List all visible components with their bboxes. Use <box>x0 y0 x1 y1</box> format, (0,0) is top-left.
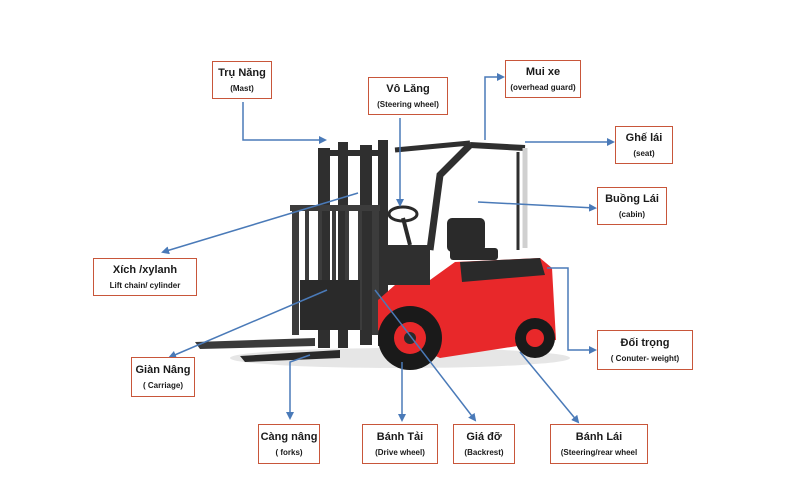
label-subtitle: (cabin) <box>618 210 646 219</box>
label-subtitle: (Steering/rear wheel <box>560 448 638 457</box>
drive-wheel <box>378 306 442 370</box>
backrest <box>290 205 380 335</box>
label-steering-wheel: Vô Lăng (Steering wheel) <box>368 77 448 115</box>
label-title: Bánh Lái <box>575 431 623 443</box>
label-overhead-guard: Mui xe (overhead guard) <box>505 60 581 98</box>
label-counter-weight: Đối trọng ( Conuter- weight) <box>597 330 693 370</box>
arrow-counter <box>547 267 597 354</box>
rear-wheel <box>515 318 555 358</box>
label-subtitle: (overhead guard) <box>510 83 576 92</box>
label-subtitle: (Steering wheel) <box>377 100 439 109</box>
label-title: Đối trọng <box>620 337 670 349</box>
label-lift-chain: Xích /xylanh Lift chain/ cylinder <box>93 258 197 296</box>
label-cabin: Buồng Lái (cabin) <box>597 187 667 225</box>
label-forks: Càng nâng ( forks) <box>258 424 320 464</box>
overhead-guard <box>394 140 528 251</box>
arrow-carriage <box>168 289 328 359</box>
label-subtitle: (Drive wheel) <box>375 448 425 457</box>
label-title: Vô Lăng <box>386 83 430 95</box>
arrow-guard <box>484 73 505 140</box>
label-title: Càng nâng <box>260 431 318 443</box>
label-drive-wheel: Bánh Tải (Drive wheel) <box>362 424 438 464</box>
arrow-backrest <box>374 289 477 422</box>
label-subtitle: (seat) <box>633 149 655 158</box>
label-subtitle: ( Conuter- weight) <box>610 354 680 363</box>
forks <box>195 338 340 362</box>
label-title: Ghế lái <box>625 132 663 144</box>
label-seat: Ghế lái (seat) <box>615 126 673 164</box>
label-subtitle: Lift chain/ cylinder <box>109 281 181 290</box>
arrow-forks <box>286 354 311 420</box>
arrow-chain <box>161 192 359 255</box>
label-mast: Trụ Năng (Mast) <box>212 61 272 99</box>
label-title: Trụ Năng <box>218 67 266 79</box>
seat <box>447 218 498 260</box>
label-title: Mui xe <box>525 66 561 78</box>
label-carriage: Giàn Nâng ( Carriage) <box>131 357 195 397</box>
label-title: Giá đỡ <box>466 431 502 443</box>
label-title: Bánh Tải <box>376 431 424 443</box>
pointer-arrows <box>161 73 615 424</box>
label-title: Buồng Lái <box>605 193 659 205</box>
label-backrest: Giá đỡ (Backrest) <box>453 424 515 464</box>
label-rear-wheel: Bánh Lái (Steering/rear wheel <box>550 424 648 464</box>
arrow-cabin <box>477 201 597 212</box>
label-subtitle: ( Carriage) <box>142 381 183 390</box>
arrow-mast <box>242 102 327 144</box>
label-title: Xích /xylanh <box>112 264 178 276</box>
arrow-rear <box>519 351 580 424</box>
label-subtitle: ( forks) <box>275 448 303 457</box>
label-title: Giàn Nâng <box>135 364 191 376</box>
label-subtitle: (Mast) <box>230 84 254 93</box>
label-subtitle: (Backrest) <box>464 448 504 457</box>
